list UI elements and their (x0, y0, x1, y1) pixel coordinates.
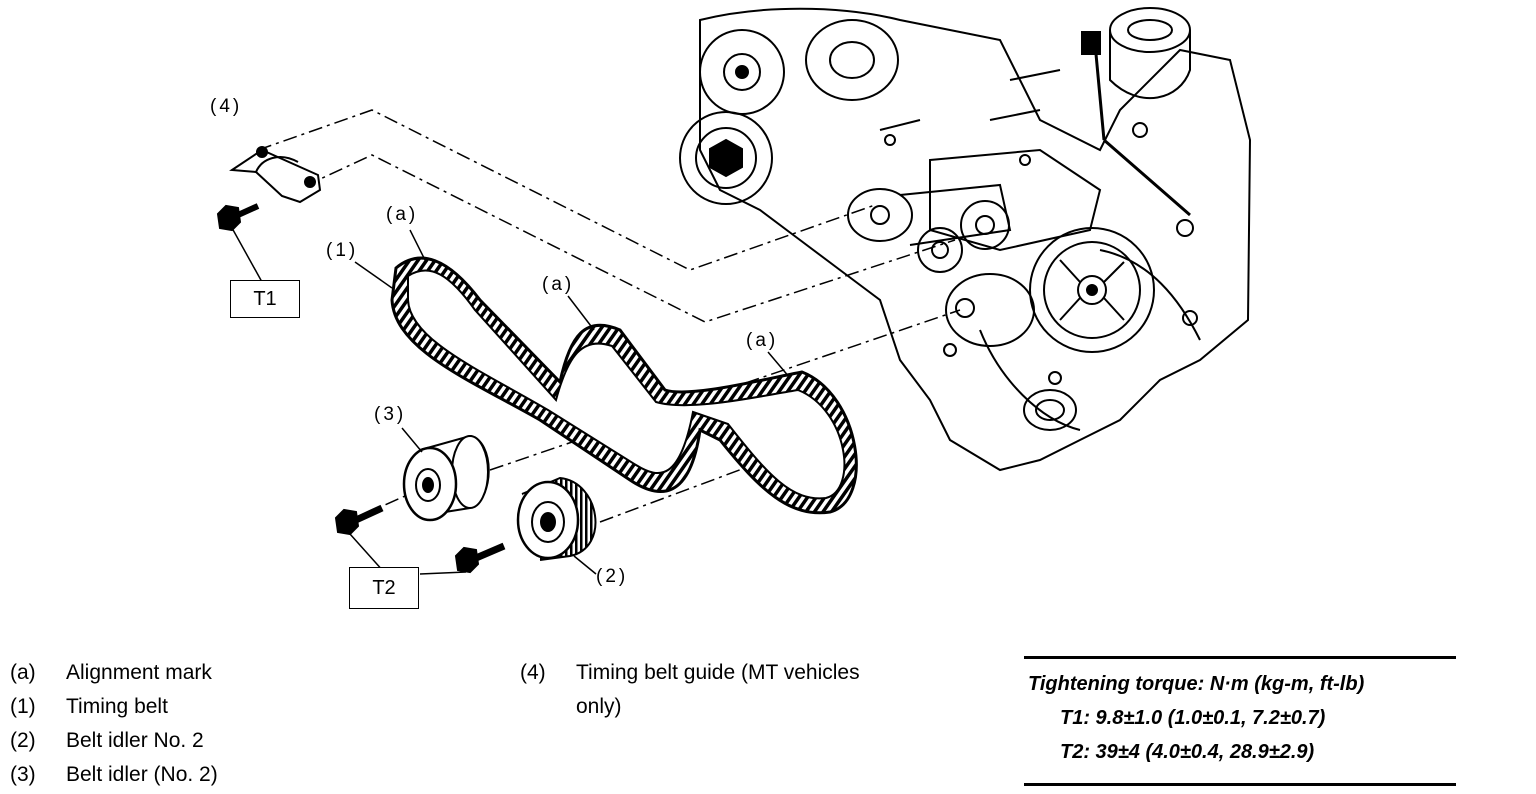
callout-alignment-mark-1: (a) (386, 204, 419, 225)
callout-alignment-mark-2: (a) (542, 274, 575, 295)
leader-belt (354, 261, 393, 289)
bolt-t2-lower (454, 542, 506, 574)
torque-heading: Tightening torque: N·m (kg-m, ft-lb) (1028, 673, 1365, 695)
water-pump-pulley (1029, 227, 1155, 353)
timing-belt (390, 256, 858, 515)
torque-t2: T2: 39±4 (4.0±0.4, 28.9±2.9) (1060, 741, 1315, 763)
legend-left: (a)Alignment mark (1)Timing belt (2)Belt… (10, 656, 218, 792)
leader-mark-3 (767, 351, 791, 379)
bolt-t1 (216, 203, 260, 232)
timing-belt-guide (229, 146, 322, 204)
oil-pump-outlet (1023, 389, 1077, 431)
leader-t2 (349, 533, 467, 575)
torque-box-t1: T1 (230, 280, 300, 318)
callout-4: (4) (210, 96, 243, 117)
callout-3: (3) (374, 404, 407, 425)
torque-box-t2: T2 (349, 567, 419, 609)
bolt-t2-upper (334, 504, 384, 536)
oil-filler-cap (1109, 7, 1191, 99)
dipstick (1081, 31, 1194, 237)
legend-middle: (4)Timing belt guide (MT vehicles only) (520, 656, 860, 724)
legend-item-4-cont: only) (576, 695, 622, 718)
cam-pulley (679, 111, 773, 205)
tensioner (847, 183, 1012, 246)
legend-item-a: (a)Alignment mark (10, 661, 212, 684)
leader-idler-2 (573, 555, 597, 575)
torque-t1: T1: 9.8±1.0 (1.0±0.1, 7.2±0.7) (1060, 707, 1326, 729)
belt-idler-2 (516, 476, 597, 561)
callout-alignment-mark-3: (a) (746, 330, 779, 351)
leader-mark-2 (567, 295, 595, 331)
tightening-torque-spec: Tightening torque: N·m (kg-m, ft-lb) T1:… (1024, 656, 1456, 786)
legend-item-1: (1)Timing belt (10, 695, 168, 718)
legend-item-2: (2)Belt idler No. 2 (10, 729, 204, 752)
upper-pulley-left (699, 29, 785, 115)
engine-block (679, 7, 1252, 472)
timing-belt-exploded-diagram (216, 7, 1252, 575)
leader-mark-1 (409, 229, 427, 263)
upper-pulley-right (805, 19, 899, 101)
legend-item-4: (4)Timing belt guide (MT vehicles (520, 661, 860, 684)
leader-t1 (231, 227, 263, 283)
leader-idler-3 (401, 427, 423, 453)
legend-item-3: (3)Belt idler (No. 2) (10, 763, 218, 786)
bolt-holes (884, 122, 1198, 385)
callout-2: (2) (596, 566, 629, 587)
callout-1: (1) (326, 240, 359, 261)
belt-idler-3 (402, 434, 490, 522)
idler-small (917, 200, 1010, 273)
